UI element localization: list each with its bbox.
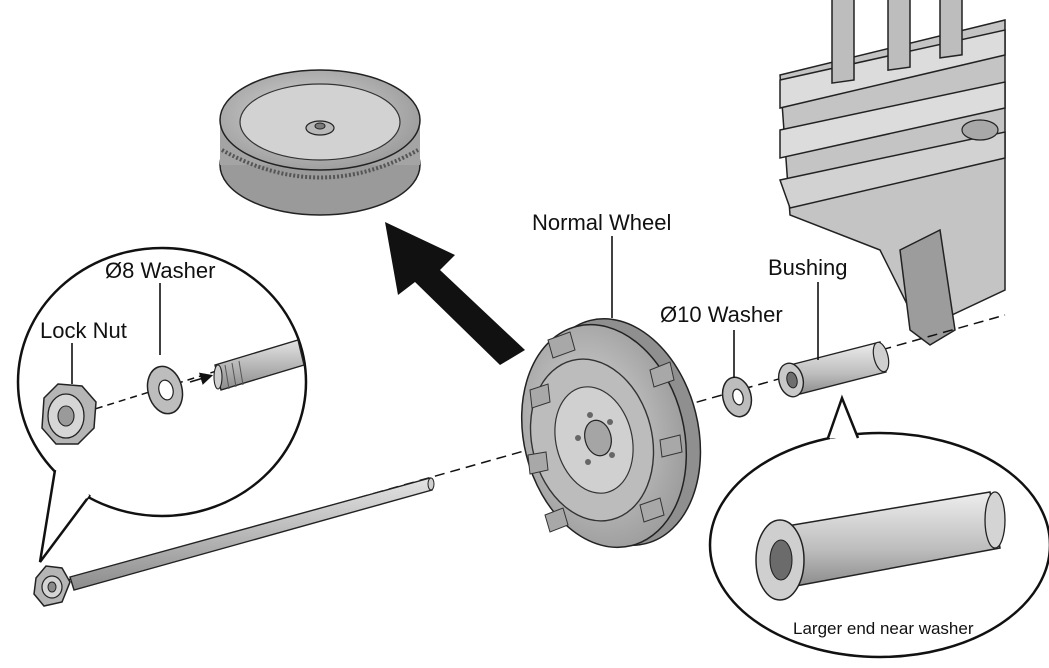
detail-callout-right <box>708 394 1049 659</box>
label-washer-8: Ø8 Washer <box>105 258 215 283</box>
bushing-detail <box>755 491 1006 601</box>
detail-callout-left <box>16 246 308 563</box>
axle-rod <box>69 477 435 591</box>
label-washer-10: Ø10 Washer <box>660 302 783 327</box>
label-bushing-note: Larger end near washer <box>793 619 974 638</box>
bushing <box>777 341 890 398</box>
normal-wheel <box>520 318 702 549</box>
cart-body <box>779 0 1006 346</box>
washer-10 <box>721 376 753 418</box>
washer-8 <box>146 365 184 415</box>
axle-head-nut <box>33 565 71 607</box>
label-normal-wheel: Normal Wheel <box>532 210 671 235</box>
replacement-arrow <box>385 222 525 365</box>
spare-wheel <box>219 69 421 216</box>
label-lock-nut: Lock Nut <box>40 318 127 343</box>
label-bushing: Bushing <box>768 255 848 280</box>
lock-nut <box>41 383 97 445</box>
axle-threaded-end <box>213 339 305 391</box>
